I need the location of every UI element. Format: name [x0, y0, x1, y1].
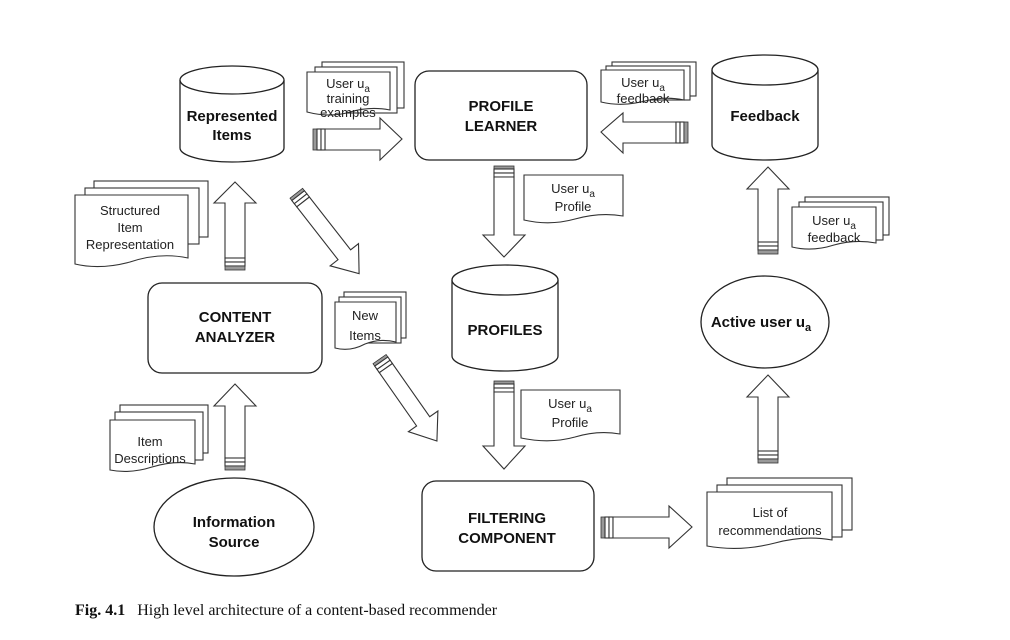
figure-number: Fig. 4.1 [75, 602, 126, 619]
feedback-right-document: User ua feedback [791, 196, 890, 250]
arrow-new-items-to-filtering [372, 353, 439, 442]
arrow-filtering-to-recs [600, 504, 693, 550]
svg-text:User ua: User ua [548, 396, 592, 415]
profile-learner-label-1: PROFILE [468, 98, 533, 115]
figure-caption: Fig. 4.1 High level architecture of a co… [75, 602, 497, 620]
feedback-top-line1: User u [621, 75, 659, 90]
svg-text:User ua: User ua [326, 76, 370, 95]
profile-learner-label-2: LEARNER [465, 118, 538, 135]
content-analyzer-box: CONTENT ANALYZER [147, 282, 323, 374]
arrow-learner-to-profiles [481, 165, 527, 258]
new-items-line1: New [352, 308, 379, 323]
profiles-label: PROFILES [467, 322, 542, 339]
profile-bottom-document: User ua Profile [520, 389, 621, 442]
svg-text:User ua: User ua [551, 181, 595, 200]
filtering-component-label-2: COMPONENT [458, 530, 556, 547]
feedback-top-line2: feedback [617, 91, 670, 106]
information-source-label-2: Source [209, 534, 260, 551]
represented-items-database: Represented Items [179, 65, 285, 163]
training-examples-sub: a [364, 84, 370, 95]
arrow-analyzer-to-items [212, 181, 258, 271]
recommendations-document: List of recommendations [706, 477, 853, 549]
filtering-component-label-1: FILTERING [468, 510, 546, 527]
training-examples-document: User ua training [306, 61, 405, 116]
item-descriptions-document: Item Descriptions [109, 404, 209, 473]
arrow-profiles-to-filtering [481, 380, 527, 470]
feedback-top-document: User ua feedback [600, 61, 697, 106]
active-user-sub: a [805, 322, 812, 334]
arrow-recs-to-user [745, 374, 791, 464]
profile-top-line2: Profile [555, 199, 592, 214]
represented-items-label-2: Items [212, 127, 251, 144]
feedback-label: Feedback [730, 108, 800, 125]
profile-top-line1: User u [551, 181, 589, 196]
structured-item-line1: Structured [100, 203, 160, 218]
figure-caption-text: High level architecture of a content-bas… [137, 602, 498, 619]
profiles-database: PROFILES [451, 264, 559, 372]
profile-learner-box: PROFILE LEARNER [414, 70, 588, 161]
feedback-right-line1: User u [812, 213, 850, 228]
svg-text:Active user ua: Active user ua [711, 314, 812, 334]
new-items-document: New Items [334, 291, 407, 350]
feedback-top-sub: a [659, 83, 665, 94]
new-items-line2: Items [349, 328, 381, 343]
represented-items-label-1: Represented [187, 108, 278, 125]
structured-item-line2: Item [117, 220, 142, 235]
profile-bottom-line1: User u [548, 396, 586, 411]
filtering-component-box: FILTERING COMPONENT [421, 480, 595, 572]
information-source-actor: Information Source [153, 477, 315, 577]
recommendations-line1: List of [753, 505, 788, 520]
arrow-user-to-feedback [745, 166, 791, 255]
profile-top-document: User ua Profile [523, 174, 624, 224]
training-examples-line1: User u [326, 76, 364, 91]
training-examples-line2: training [327, 91, 370, 106]
content-analyzer-label-2: ANALYZER [195, 329, 275, 346]
profile-bottom-sub: a [586, 404, 592, 415]
active-user-label: Active user u [711, 314, 805, 331]
active-user-actor: Active user ua [700, 275, 830, 369]
item-descriptions-line2: Descriptions [114, 451, 186, 466]
structured-item-line3: Representation [86, 237, 174, 252]
information-source-label-1: Information [193, 514, 276, 531]
recommendations-line2: recommendations [718, 523, 822, 538]
svg-text:User ua: User ua [812, 213, 856, 232]
arrow-feedback-to-learner [600, 111, 689, 155]
svg-text:User ua: User ua [621, 75, 665, 94]
profile-bottom-line2: Profile [552, 415, 589, 430]
arrow-source-to-analyzer [212, 383, 258, 471]
training-examples-line3: examples [320, 105, 376, 120]
arrow-items-to-new-items [289, 187, 360, 275]
item-descriptions-line1: Item [137, 434, 162, 449]
feedback-right-sub: a [850, 221, 856, 232]
feedback-database: Feedback [711, 54, 819, 161]
profile-top-sub: a [589, 189, 595, 200]
arrow-items-to-learner [312, 116, 403, 162]
content-analyzer-label-1: CONTENT [199, 309, 272, 326]
structured-item-document: Structured Item Representation [74, 180, 209, 268]
feedback-right-line2: feedback [808, 230, 861, 245]
